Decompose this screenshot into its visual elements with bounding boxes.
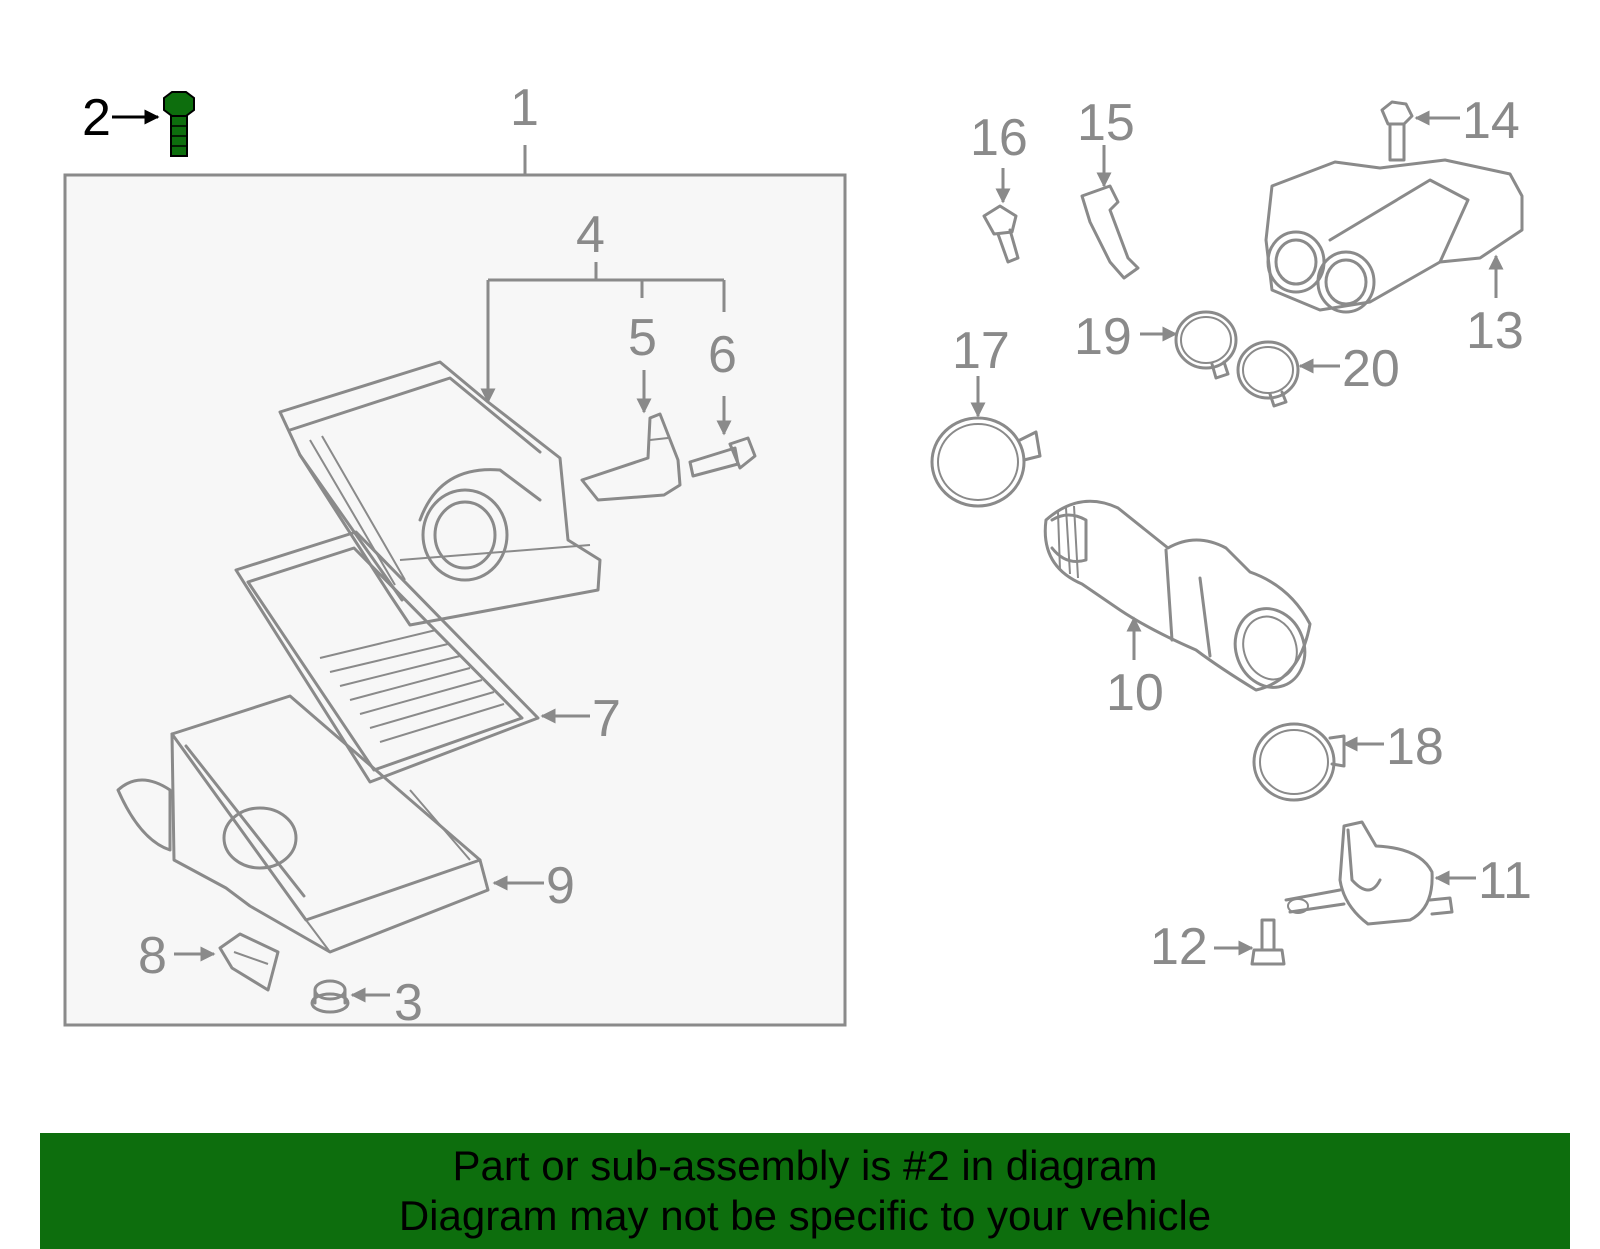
label-6: 6 <box>708 326 737 384</box>
banner-line-1: Part or sub-assembly is #2 in diagram <box>452 1142 1158 1189</box>
label-9: 9 <box>546 857 575 915</box>
label-11: 11 <box>1478 852 1532 910</box>
label-3: 3 <box>394 974 423 1032</box>
bolt-part-16[interactable] <box>982 204 1020 264</box>
clamp-part-20[interactable] <box>1236 340 1300 408</box>
label-15: 15 <box>1077 94 1135 152</box>
label-12: 12 <box>1150 918 1208 976</box>
clamp-part-18[interactable] <box>1252 722 1346 802</box>
label-8: 8 <box>138 927 167 985</box>
clamp-part-19[interactable] <box>1174 310 1238 380</box>
grommet-part-3[interactable] <box>310 979 350 1014</box>
label-20: 20 <box>1342 340 1400 398</box>
label-2: 2 <box>82 89 111 147</box>
parts-diagram: 1 2 4 5 6 7 <box>63 79 1532 1032</box>
resonator-part-13[interactable] <box>1264 158 1524 314</box>
assembly-box <box>63 173 847 1027</box>
bolt-part-2[interactable]: 2 <box>82 89 195 157</box>
info-banner: Part or sub-assembly is #2 in diagram Di… <box>40 1133 1570 1249</box>
bolt-part-12[interactable] <box>1250 918 1286 966</box>
label-16: 16 <box>970 109 1028 167</box>
sensor-part-5[interactable] <box>580 412 682 502</box>
label-10: 10 <box>1106 664 1164 722</box>
banner-line-2: Diagram may not be specific to your vehi… <box>398 1192 1212 1239</box>
label-5: 5 <box>628 309 657 367</box>
label-14: 14 <box>1462 92 1520 150</box>
inlet-duct-part-11[interactable] <box>1284 820 1454 926</box>
label-19: 19 <box>1074 308 1132 366</box>
screw-part-6[interactable] <box>688 436 757 478</box>
label-13: 13 <box>1466 302 1524 360</box>
label-18: 18 <box>1386 718 1444 776</box>
label-7: 7 <box>592 690 621 748</box>
intake-hose-part-10[interactable] <box>1043 499 1315 697</box>
bolt-part-14[interactable] <box>1380 100 1414 162</box>
label-17: 17 <box>952 322 1010 380</box>
clip-part-8[interactable] <box>218 932 280 992</box>
upper-cover-part-4[interactable] <box>278 360 602 627</box>
clamp-part-17[interactable] <box>930 416 1042 508</box>
label-4: 4 <box>576 206 605 264</box>
label-1: 1 <box>510 79 539 137</box>
lower-case-part-9[interactable] <box>116 694 490 954</box>
filter-element-part-7[interactable] <box>234 530 540 784</box>
bracket-part-15[interactable] <box>1080 184 1140 280</box>
